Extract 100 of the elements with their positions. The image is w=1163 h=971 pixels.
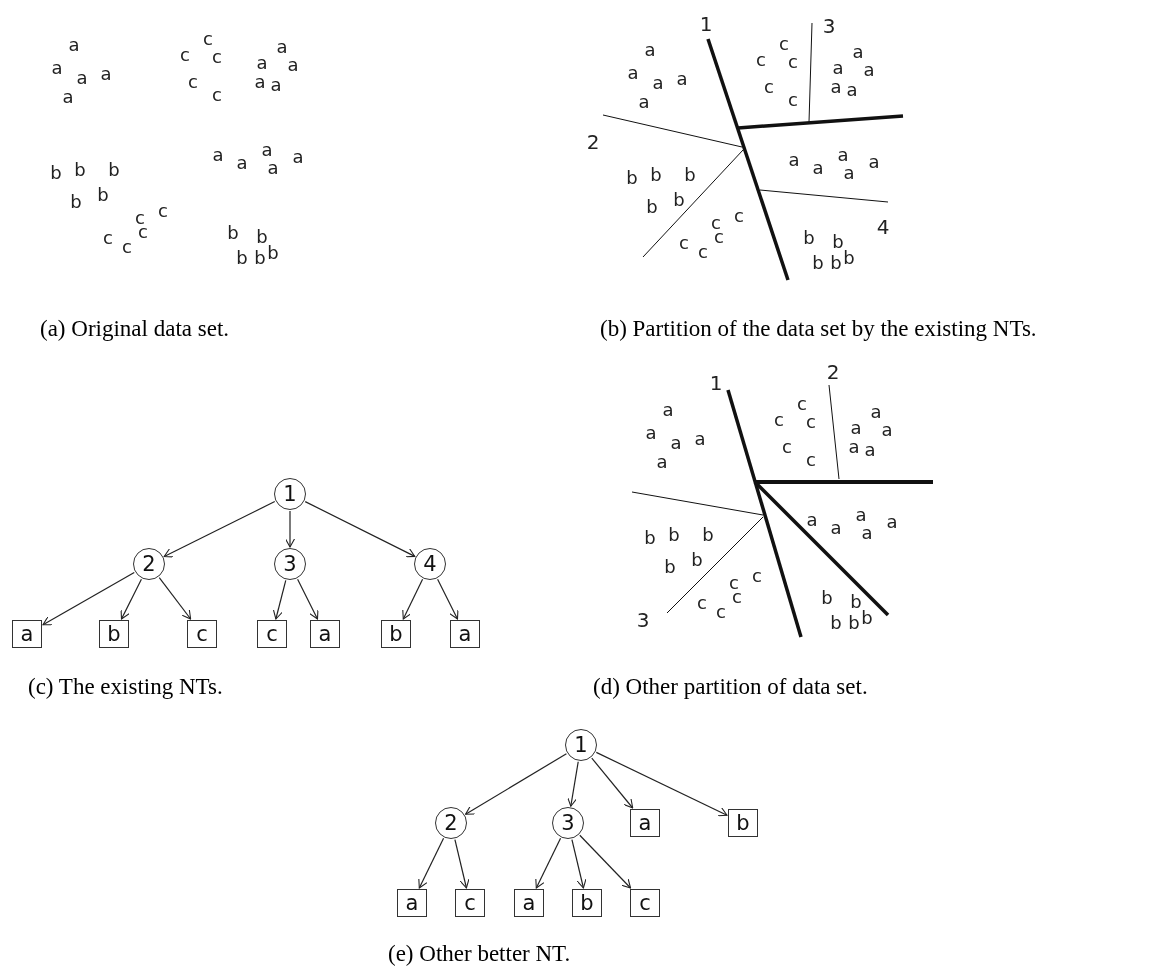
tree-node-circle: 1 xyxy=(565,729,597,761)
class-letter: a xyxy=(645,424,657,442)
class-letter: b xyxy=(644,529,656,547)
class-letter: b xyxy=(50,164,62,182)
tree-node-circle: 1 xyxy=(274,478,306,510)
class-letter: a xyxy=(638,93,650,111)
class-letter: a xyxy=(261,141,273,159)
leaf-node-box: b xyxy=(728,809,758,837)
class-letter: a xyxy=(656,453,668,471)
arrow xyxy=(284,510,296,548)
partition-number: 1 xyxy=(709,373,723,393)
class-letter: c xyxy=(788,53,798,71)
class-letter: c xyxy=(212,48,222,66)
class-letter: b xyxy=(673,191,685,209)
leaf-node-box: a xyxy=(12,620,42,648)
class-letter: a xyxy=(843,164,855,182)
class-letter: c xyxy=(180,46,190,64)
figure-caption: (e) Other better NT. xyxy=(388,941,571,967)
class-letter: b xyxy=(626,169,638,187)
class-letter: b xyxy=(668,526,680,544)
class-letter: a xyxy=(852,43,864,61)
class-letter: a xyxy=(830,519,842,537)
class-letter: c xyxy=(103,229,113,247)
class-letter: b xyxy=(646,198,658,216)
class-letter: b xyxy=(254,249,266,267)
class-letter: b xyxy=(702,526,714,544)
class-letter: a xyxy=(837,146,849,164)
class-letter: b xyxy=(832,233,844,251)
arrow xyxy=(535,837,562,889)
class-letter: b xyxy=(850,593,862,611)
class-letter: a xyxy=(881,421,893,439)
class-letter: c xyxy=(782,438,792,456)
arrow xyxy=(437,578,459,620)
leaf-node-box: b xyxy=(99,620,129,648)
leaf-node-box: a xyxy=(397,889,427,917)
class-letter: c xyxy=(212,86,222,104)
class-letter: c xyxy=(203,30,213,48)
arrow xyxy=(297,578,319,620)
tree-node-circle: 2 xyxy=(435,807,467,839)
class-letter: a xyxy=(788,151,800,169)
arrow xyxy=(591,757,634,809)
leaf-node-box: c xyxy=(257,620,287,648)
leaf-node-box: a xyxy=(630,809,660,837)
class-letter: a xyxy=(806,511,818,529)
class-letter: a xyxy=(870,403,882,421)
class-letter: a xyxy=(846,81,858,99)
class-letter: a xyxy=(848,438,860,456)
arrow xyxy=(567,761,579,807)
arrow xyxy=(579,834,632,889)
class-letter: b xyxy=(236,249,248,267)
class-letter: a xyxy=(864,441,876,459)
arrow xyxy=(42,571,135,626)
class-letter: c xyxy=(188,73,198,91)
class-letter: c xyxy=(779,35,789,53)
arrow xyxy=(163,500,276,558)
arrow xyxy=(418,837,445,889)
tree-node-circle: 4 xyxy=(414,548,446,580)
class-letter: a xyxy=(267,159,279,177)
class-letter: c xyxy=(806,451,816,469)
class-letter: b xyxy=(650,166,662,184)
class-letter: c xyxy=(806,413,816,431)
arrow xyxy=(402,578,424,620)
class-letter: a xyxy=(868,153,880,171)
figure-caption: (c) The existing NTs. xyxy=(28,674,223,700)
class-letter: b xyxy=(664,558,676,576)
partition-number: 1 xyxy=(699,14,713,34)
class-letter: b xyxy=(97,186,109,204)
tree-node-circle: 2 xyxy=(133,548,165,580)
class-letter: b xyxy=(70,193,82,211)
leaf-node-box: a xyxy=(514,889,544,917)
leaf-node-box: c xyxy=(187,620,217,648)
class-letter: c xyxy=(756,51,766,69)
class-letter: a xyxy=(863,61,875,79)
class-letter: b xyxy=(830,614,842,632)
class-letter: b xyxy=(861,609,873,627)
leaf-node-box: b xyxy=(572,889,602,917)
class-letter: a xyxy=(662,401,674,419)
partition-number: 3 xyxy=(636,610,650,630)
class-letter: a xyxy=(276,38,288,56)
arrow xyxy=(595,751,728,817)
class-letter: b xyxy=(227,224,239,242)
arrow xyxy=(273,579,287,620)
class-letter: a xyxy=(51,59,63,77)
class-letter: a xyxy=(812,159,824,177)
leaf-node-box: b xyxy=(381,620,411,648)
class-letter: c xyxy=(698,243,708,261)
tree-node-circle: 3 xyxy=(552,807,584,839)
class-letter: a xyxy=(212,146,224,164)
class-letter: b xyxy=(830,254,842,272)
class-letter: c xyxy=(734,207,744,225)
class-letter: a xyxy=(62,88,74,106)
class-letter: a xyxy=(292,148,304,166)
class-letter: a xyxy=(832,59,844,77)
class-letter: c xyxy=(752,567,762,585)
class-letter: c xyxy=(158,202,168,220)
arrow xyxy=(464,753,567,815)
class-letter: a xyxy=(627,64,639,82)
class-letter: a xyxy=(100,65,112,83)
class-letter: b xyxy=(256,228,268,246)
class-letter: c xyxy=(716,603,726,621)
